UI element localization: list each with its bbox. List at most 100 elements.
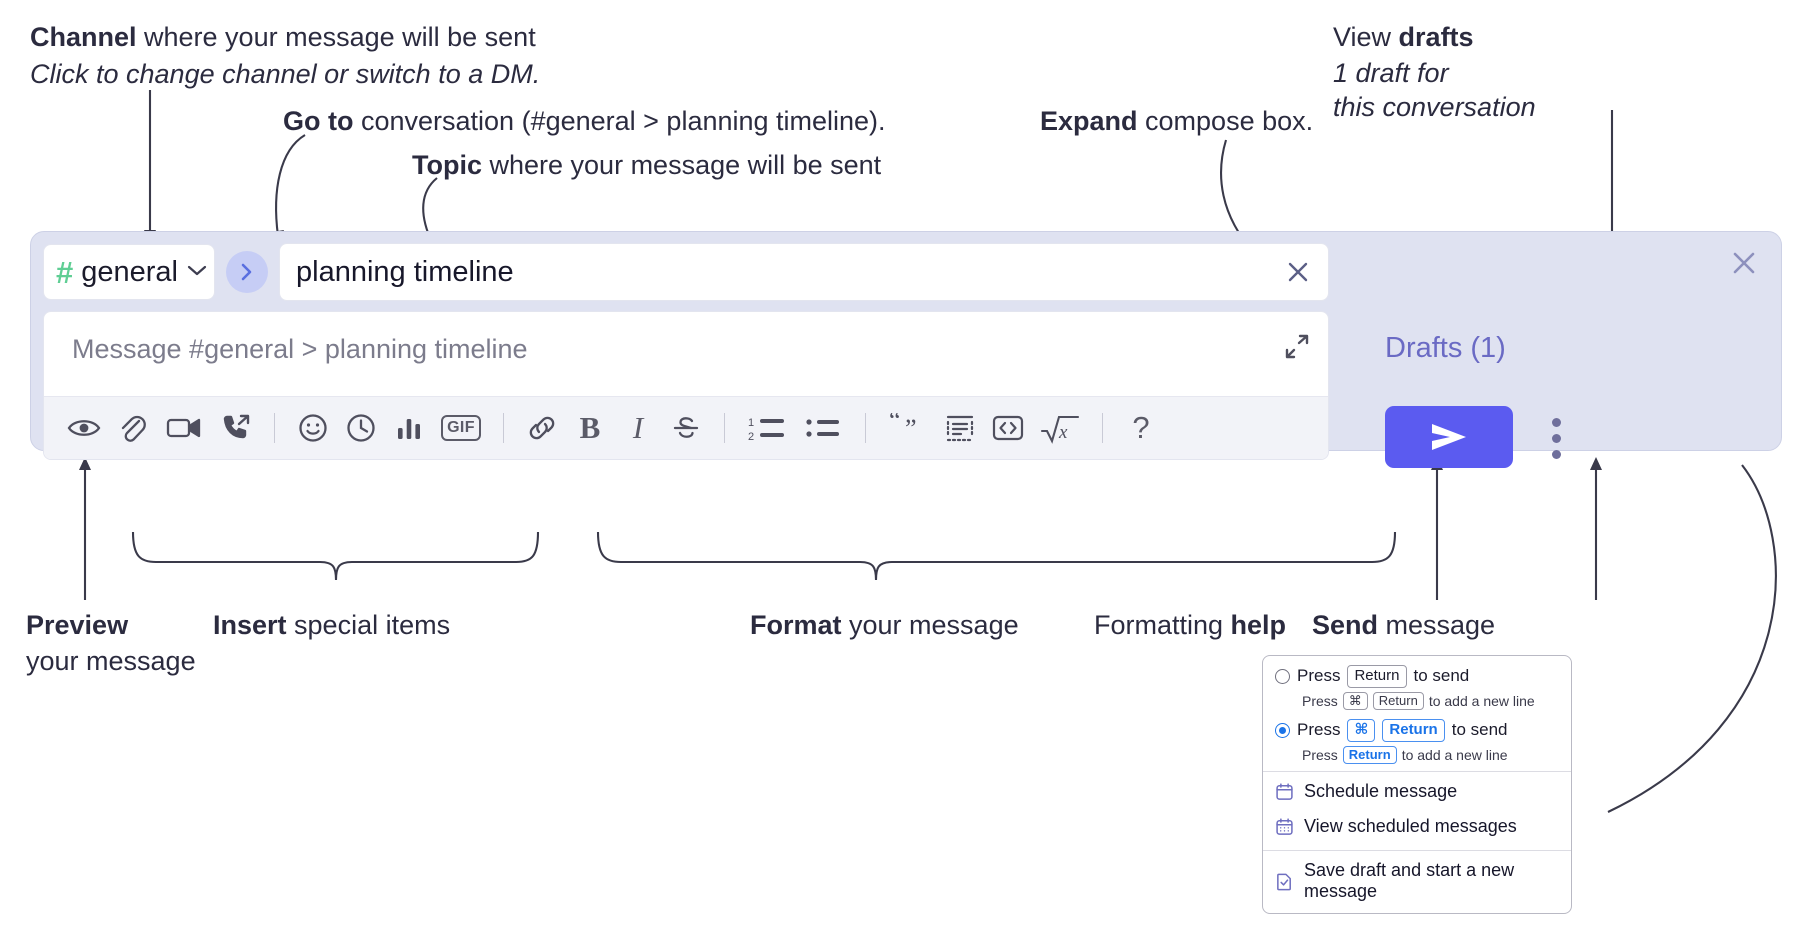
send-option-cmd-return[interactable]: Press ⌘ Return to send Press Return to a… bbox=[1263, 717, 1571, 771]
bold-icon[interactable]: B bbox=[566, 404, 614, 452]
annotation-topic-rest: where your message will be sent bbox=[482, 150, 882, 180]
annotation-preview: Preview your message bbox=[26, 610, 196, 678]
send-option-return[interactable]: Press Return to send Press ⌘ Return to a… bbox=[1263, 656, 1571, 717]
annotation-drafts-italic1: 1 draft for bbox=[1333, 57, 1449, 88]
poll-icon[interactable] bbox=[385, 404, 433, 452]
help-icon[interactable]: ? bbox=[1117, 404, 1165, 452]
clear-topic-icon[interactable] bbox=[1282, 256, 1314, 288]
annotation-send: Send message bbox=[1312, 610, 1495, 642]
svg-text:”: ” bbox=[905, 414, 917, 443]
calendar-grid-icon bbox=[1275, 817, 1294, 836]
annotation-drafts-bold: drafts bbox=[1398, 22, 1474, 52]
compose-main-column: # general planning timeline Message #gen… bbox=[43, 243, 1329, 460]
strikethrough-icon[interactable] bbox=[662, 404, 710, 452]
send-option-text-press: Press bbox=[1297, 720, 1341, 740]
key-command: ⌘ bbox=[1342, 691, 1368, 710]
close-icon[interactable] bbox=[1727, 246, 1761, 280]
topic-value: planning timeline bbox=[296, 255, 514, 288]
save-draft-icon bbox=[1275, 872, 1294, 891]
annotation-expand-rest: compose box. bbox=[1137, 106, 1314, 136]
message-area: Message #general > planning timeline bbox=[43, 311, 1329, 460]
toolbar-divider bbox=[503, 413, 504, 443]
link-icon[interactable] bbox=[518, 404, 566, 452]
compose-side-panel: Drafts (1) bbox=[1349, 232, 1783, 468]
clock-icon[interactable] bbox=[337, 404, 385, 452]
video-icon[interactable] bbox=[156, 404, 212, 452]
annotation-help-bold: help bbox=[1230, 610, 1287, 640]
compose-box: # general planning timeline Message #gen… bbox=[30, 231, 1783, 468]
chevron-down-icon bbox=[186, 261, 208, 283]
annotation-preview-bold: Preview bbox=[26, 610, 129, 640]
annotation-channel-bold: Channel bbox=[30, 22, 137, 52]
send-option-text-tosend: to send bbox=[1413, 666, 1470, 686]
menu-item-schedule-message[interactable]: Schedule message bbox=[1263, 772, 1571, 809]
gif-icon[interactable]: GIF bbox=[433, 404, 489, 452]
send-option-text-press: Press bbox=[1297, 666, 1341, 686]
italic-label: I bbox=[632, 410, 644, 445]
key-return: Return bbox=[1372, 691, 1424, 710]
send-option-text-tosend: to send bbox=[1451, 720, 1508, 740]
key-return: Return bbox=[1382, 719, 1445, 742]
annotation-drafts-plain: View bbox=[1333, 22, 1399, 52]
sub-text-press: Press bbox=[1302, 746, 1338, 763]
inline-code-icon[interactable] bbox=[984, 404, 1032, 452]
annotation-goto-bold: Go to bbox=[283, 106, 354, 136]
topic-input[interactable]: planning timeline bbox=[279, 243, 1329, 301]
menu-item-view-scheduled-messages[interactable]: View scheduled messages bbox=[1263, 809, 1571, 844]
annotation-format-rest: your message bbox=[841, 610, 1019, 640]
annotation-channel: Channel where your message will be sent … bbox=[30, 22, 540, 91]
key-return: Return bbox=[1347, 665, 1407, 688]
expand-icon[interactable] bbox=[1282, 332, 1312, 362]
key-return: Return bbox=[1342, 745, 1397, 764]
audio-clip-icon[interactable] bbox=[212, 404, 260, 452]
annotation-send-rest: message bbox=[1378, 610, 1496, 640]
menu-item-label: Save draft and start a new message bbox=[1304, 860, 1515, 901]
gif-label: GIF bbox=[441, 415, 481, 441]
bullet-list-icon[interactable] bbox=[795, 404, 851, 452]
menu-item-save-draft[interactable]: Save draft and start a new message bbox=[1263, 851, 1571, 913]
compose-options-icon[interactable] bbox=[1545, 414, 1567, 462]
annotation-preview-rest: your message bbox=[26, 645, 196, 676]
channel-selector[interactable]: # general bbox=[43, 244, 215, 300]
preview-icon[interactable] bbox=[60, 404, 108, 452]
toolbar-divider bbox=[1102, 413, 1103, 443]
radio-selected-icon[interactable] bbox=[1275, 722, 1290, 738]
annotation-goto-rest: conversation (#general > planning timeli… bbox=[353, 106, 886, 136]
toolbar-divider bbox=[274, 413, 275, 443]
menu-divider bbox=[1263, 771, 1571, 772]
code-block-icon[interactable] bbox=[936, 404, 984, 452]
annotation-help: Formatting help bbox=[1094, 610, 1286, 642]
channel-name-label: general bbox=[81, 255, 178, 288]
compose-options-menu: Press Return to send Press ⌘ Return to a… bbox=[1262, 655, 1572, 914]
latex-icon[interactable]: x bbox=[1032, 404, 1088, 452]
annotation-format-bold: Format bbox=[750, 610, 842, 640]
blockquote-icon[interactable]: “” bbox=[880, 404, 936, 452]
sub-text-press: Press bbox=[1302, 692, 1338, 709]
annotation-insert: Insert special items bbox=[213, 610, 450, 642]
key-command: ⌘ bbox=[1347, 719, 1376, 742]
annotation-goto: Go to conversation (#general > planning … bbox=[283, 106, 886, 138]
hash-icon: # bbox=[56, 254, 74, 290]
radio-unselected-icon[interactable] bbox=[1275, 668, 1290, 684]
annotation-format: Format your message bbox=[750, 610, 1019, 642]
annotation-drafts-italic2: this conversation bbox=[1333, 91, 1536, 122]
message-input[interactable]: Message #general > planning timeline bbox=[44, 312, 1328, 396]
send-button[interactable] bbox=[1385, 406, 1513, 468]
sub-text-newline: to add a new line bbox=[1428, 692, 1535, 709]
goto-conversation-button[interactable] bbox=[226, 251, 268, 293]
send-icon bbox=[1432, 424, 1466, 450]
svg-text:1: 1 bbox=[748, 417, 754, 429]
bold-label: B bbox=[579, 410, 601, 445]
annotation-help-plain: Formatting bbox=[1094, 610, 1231, 640]
italic-icon[interactable]: I bbox=[614, 404, 662, 452]
annotation-topic: Topic where your message will be sent bbox=[412, 150, 881, 182]
emoji-icon[interactable] bbox=[289, 404, 337, 452]
attachment-icon[interactable] bbox=[108, 404, 156, 452]
drafts-link[interactable]: Drafts (1) bbox=[1385, 332, 1506, 364]
help-label: ? bbox=[1132, 410, 1150, 445]
svg-text:“: “ bbox=[889, 413, 901, 435]
annotation-insert-bold: Insert bbox=[213, 610, 287, 640]
annotation-channel-rest: where your message will be sent bbox=[136, 22, 536, 52]
